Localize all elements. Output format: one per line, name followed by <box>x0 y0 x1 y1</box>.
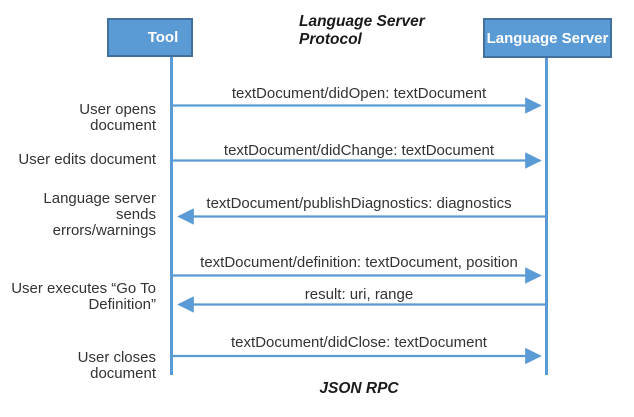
diagram-title: Language Server Protocol <box>299 13 425 48</box>
actor-box-tool: Tool <box>107 18 193 57</box>
actor-label-tool: Tool <box>147 29 179 46</box>
message-label-didchange: textDocument/didChange: textDocument <box>223 142 495 159</box>
annotation-user-closes-document: User closes document <box>77 349 156 382</box>
message-label-didclose: textDocument/didClose: textDocument <box>231 334 487 351</box>
actor-label-language-server: Language Server <box>486 29 609 47</box>
annotation-user-executes-goto-definition: User executes “Go To Definition” <box>11 280 156 313</box>
message-label-didopen: textDocument/didOpen: textDocument <box>231 85 487 102</box>
message-label-publishdiagnostics: textDocument/publishDiagnostics: diagnos… <box>206 195 512 212</box>
actor-box-language-server: Language Server <box>483 18 612 58</box>
protocol-footer-label: JSON RPC <box>319 380 399 397</box>
annotation-server-sends-errors: Language server sends errors/warnings <box>43 190 156 239</box>
annotation-user-edits-document: User edits document <box>18 151 156 168</box>
annotation-user-opens-document: User opens document <box>79 101 156 134</box>
message-label-definition: textDocument/definition: textDocument, p… <box>200 254 518 271</box>
message-label-result: result: uri, range <box>304 286 414 303</box>
